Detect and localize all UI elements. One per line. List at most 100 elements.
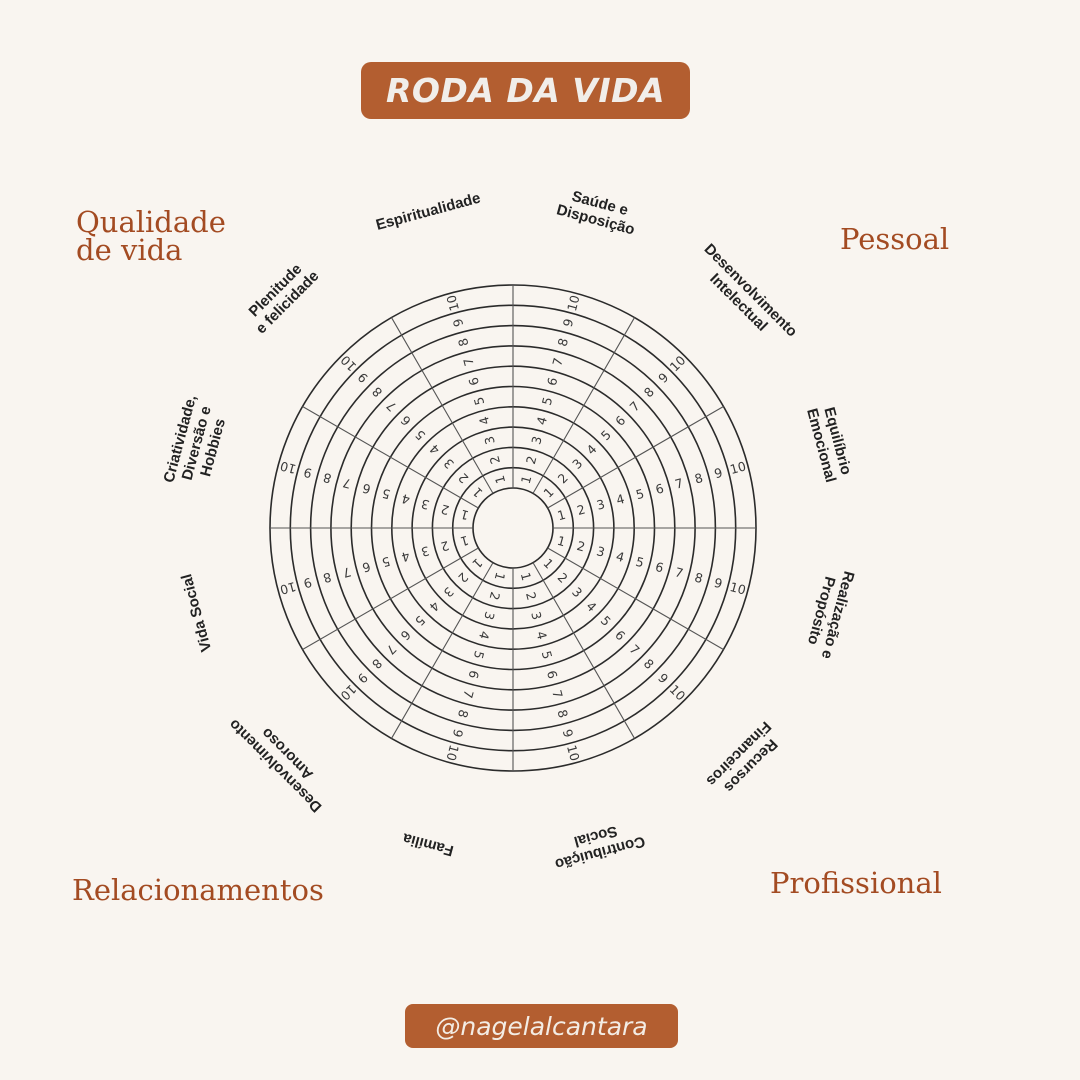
- sector-divider: [391, 317, 494, 494]
- scale-number: 5: [412, 427, 428, 443]
- scale-number: 8: [555, 708, 572, 720]
- sector-divider: [532, 562, 635, 739]
- category-label: Plenitudee felicidade: [241, 256, 323, 338]
- scale-number: 7: [341, 475, 353, 492]
- scale-number: 9: [560, 317, 577, 329]
- scale-number: 1: [556, 533, 568, 550]
- scale-number: 5: [539, 649, 556, 661]
- scale-number: 1: [518, 571, 535, 583]
- category-label: Família: [400, 829, 455, 859]
- scale-number: 1: [540, 555, 556, 571]
- scale-number: 8: [693, 470, 705, 487]
- scale-number: 5: [598, 613, 614, 629]
- scale-number: 7: [626, 641, 642, 657]
- scale-number: 7: [383, 641, 399, 657]
- scale-number: 2: [555, 570, 571, 586]
- scale-number: 2: [555, 470, 571, 486]
- scale-number: 10: [278, 458, 297, 477]
- group-label-professional: Profissional: [770, 866, 942, 900]
- scale-number: 6: [398, 413, 414, 429]
- scale-number: 6: [612, 413, 628, 429]
- scale-number: 7: [626, 398, 642, 414]
- sector-divider: [391, 562, 494, 739]
- scale-number: 5: [412, 613, 428, 629]
- scale-number: 9: [355, 670, 371, 686]
- scale-number: 10: [443, 293, 462, 312]
- handle-badge: @nagelalcantara: [405, 1004, 678, 1048]
- scale-number: 6: [361, 559, 373, 576]
- scale-number: 4: [476, 415, 493, 427]
- scale-number: 4: [583, 441, 599, 457]
- scale-number: 9: [560, 728, 577, 740]
- scale-number: 8: [555, 336, 572, 348]
- social-handle: @nagelalcantara: [435, 1011, 648, 1041]
- scale-number: 2: [487, 454, 504, 466]
- scale-number: 8: [321, 570, 333, 587]
- group-label-relationships: Relacionamentos: [72, 873, 324, 907]
- scale-number: 4: [426, 441, 442, 457]
- category-label-line: Espiritualidade: [374, 190, 482, 234]
- sector-divider: [547, 406, 724, 509]
- scale-number: 2: [455, 570, 471, 586]
- scale-number: 9: [450, 317, 467, 329]
- scale-number: 1: [492, 474, 509, 486]
- scale-number: 6: [466, 669, 483, 681]
- category-label: Espiritualidade: [374, 190, 482, 234]
- category-label: Realização ePropósito: [801, 565, 857, 661]
- scale-number: 7: [341, 564, 353, 581]
- scale-number: 5: [380, 554, 392, 571]
- scale-number: 7: [460, 356, 477, 368]
- scale-number: 9: [302, 465, 314, 482]
- scale-number: 9: [655, 670, 671, 686]
- scale-number: 10: [564, 743, 583, 762]
- scale-number: 6: [654, 559, 666, 576]
- category-label: ContribuiçãoSocial: [549, 816, 647, 873]
- scale-number: 10: [728, 579, 747, 598]
- scale-number: 4: [426, 598, 442, 614]
- scale-number: 4: [533, 630, 550, 642]
- scale-number: 3: [595, 543, 607, 560]
- scale-number: 7: [383, 398, 399, 414]
- scale-number: 2: [455, 470, 471, 486]
- scale-number: 6: [398, 627, 414, 643]
- scale-number: 7: [673, 475, 685, 492]
- scale-number: 4: [533, 415, 550, 427]
- scale-number: 8: [455, 336, 472, 348]
- scale-number: 9: [450, 728, 467, 740]
- scale-number: 2: [523, 590, 540, 602]
- category-label: EquilíbrioEmocional: [803, 402, 855, 484]
- scale-number: 4: [400, 548, 412, 565]
- scale-number: 9: [302, 575, 314, 592]
- scale-number: 1: [540, 484, 556, 500]
- scale-number: 9: [355, 370, 371, 386]
- scale-number: 9: [655, 370, 671, 386]
- scale-number: 1: [459, 507, 471, 524]
- scale-number: 4: [583, 598, 599, 614]
- scale-number: 5: [471, 395, 488, 407]
- scale-number: 5: [539, 395, 556, 407]
- scale-number: 3: [420, 543, 432, 560]
- scale-number: 6: [544, 669, 561, 681]
- scale-number: 5: [634, 554, 646, 571]
- group-label-quality-of-life: Qualidade de vida: [76, 205, 226, 267]
- scale-number: 3: [481, 610, 498, 622]
- scale-number: 6: [544, 376, 561, 388]
- category-label: DesenvolvimentoAmoroso: [226, 704, 338, 816]
- scale-number: 6: [466, 376, 483, 388]
- category-label: Saúde eDisposição: [555, 185, 641, 239]
- scale-number: 9: [713, 575, 725, 592]
- category-label: Criatividade,Diversão eHobbies: [160, 393, 233, 493]
- title-badge: RODA DA VIDA: [361, 62, 690, 119]
- page-title: RODA DA VIDA: [385, 71, 666, 110]
- scale-number: 4: [400, 491, 412, 508]
- scale-number: 2: [439, 538, 451, 555]
- scale-number: 4: [615, 548, 627, 565]
- scale-number: 3: [569, 584, 585, 600]
- category-label: RecursosFinanceiros: [703, 718, 787, 802]
- sector-divider: [302, 547, 479, 650]
- scale-number: 5: [598, 427, 614, 443]
- scale-number: 8: [455, 708, 472, 720]
- scale-number: 1: [556, 507, 568, 524]
- sector-divider: [302, 406, 479, 509]
- scale-number: 5: [471, 649, 488, 661]
